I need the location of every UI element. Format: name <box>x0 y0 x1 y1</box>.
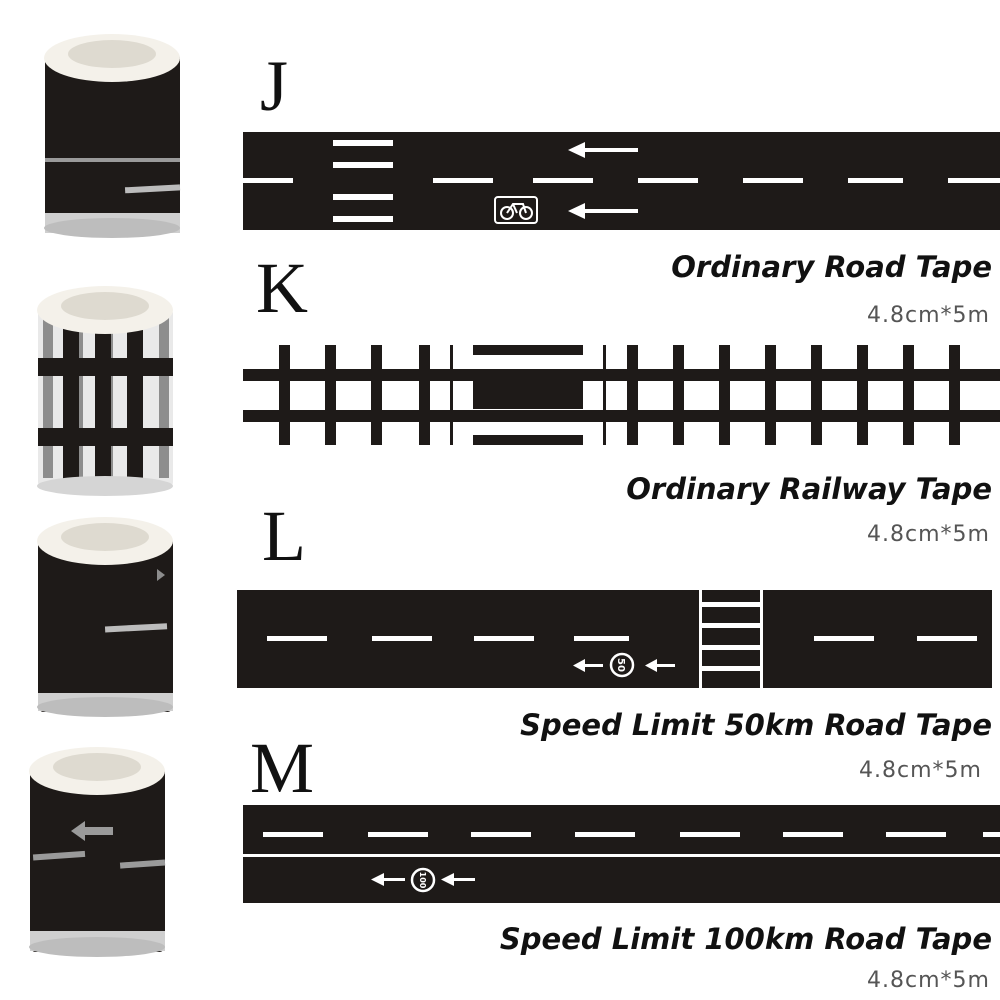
speed-limit-value: 100 <box>418 872 427 889</box>
tape-letter: K <box>256 248 308 328</box>
tape-section-l: L 50 <box>0 496 1000 742</box>
tape-title: Speed Limit 100km Road Tape <box>499 922 992 956</box>
arrow-left-icon <box>573 659 603 672</box>
tape-section-j: J <box>0 0 1000 284</box>
tape-size: 4.8cm*5m <box>867 303 990 328</box>
railway-strip-k <box>243 345 1000 445</box>
road-strip-l: 50 <box>237 590 992 688</box>
speed-limit-value: 50 <box>615 658 626 672</box>
speed-limit-sign-icon: 50 <box>609 652 635 678</box>
arrow-left-icon <box>568 203 638 219</box>
bicycle-icon <box>494 196 538 224</box>
tape-letter: L <box>262 496 306 576</box>
speed-limit-sign-icon: 100 <box>410 867 436 893</box>
tape-roll-m <box>29 747 166 957</box>
tape-title: Ordinary Railway Tape <box>626 472 992 506</box>
tape-size: 4.8cm*5m <box>859 758 982 783</box>
tape-letter: J <box>260 46 289 126</box>
tape-section-m: M 100 Speed Limit 100km Road Tape <box>0 730 1000 1000</box>
tape-letter: M <box>250 728 315 808</box>
arrow-left-icon <box>645 659 675 672</box>
tape-size: 4.8cm*5m <box>867 522 990 547</box>
tape-roll-j <box>44 34 181 238</box>
road-strip-j <box>243 132 1000 230</box>
tape-size: 4.8cm*5m <box>867 968 990 993</box>
tape-section-k: K Ordinary Railway Tape <box>0 248 1000 506</box>
tape-title: Ordinary Road Tape <box>671 250 992 284</box>
arrow-left-icon <box>371 873 405 886</box>
tape-roll-l <box>37 517 173 717</box>
arrow-left-icon <box>568 142 638 158</box>
arrow-left-icon <box>441 873 475 886</box>
tape-title: Speed Limit 50km Road Tape <box>520 708 992 742</box>
road-strip-m: 100 <box>243 805 1000 903</box>
tape-roll-k <box>37 286 173 496</box>
